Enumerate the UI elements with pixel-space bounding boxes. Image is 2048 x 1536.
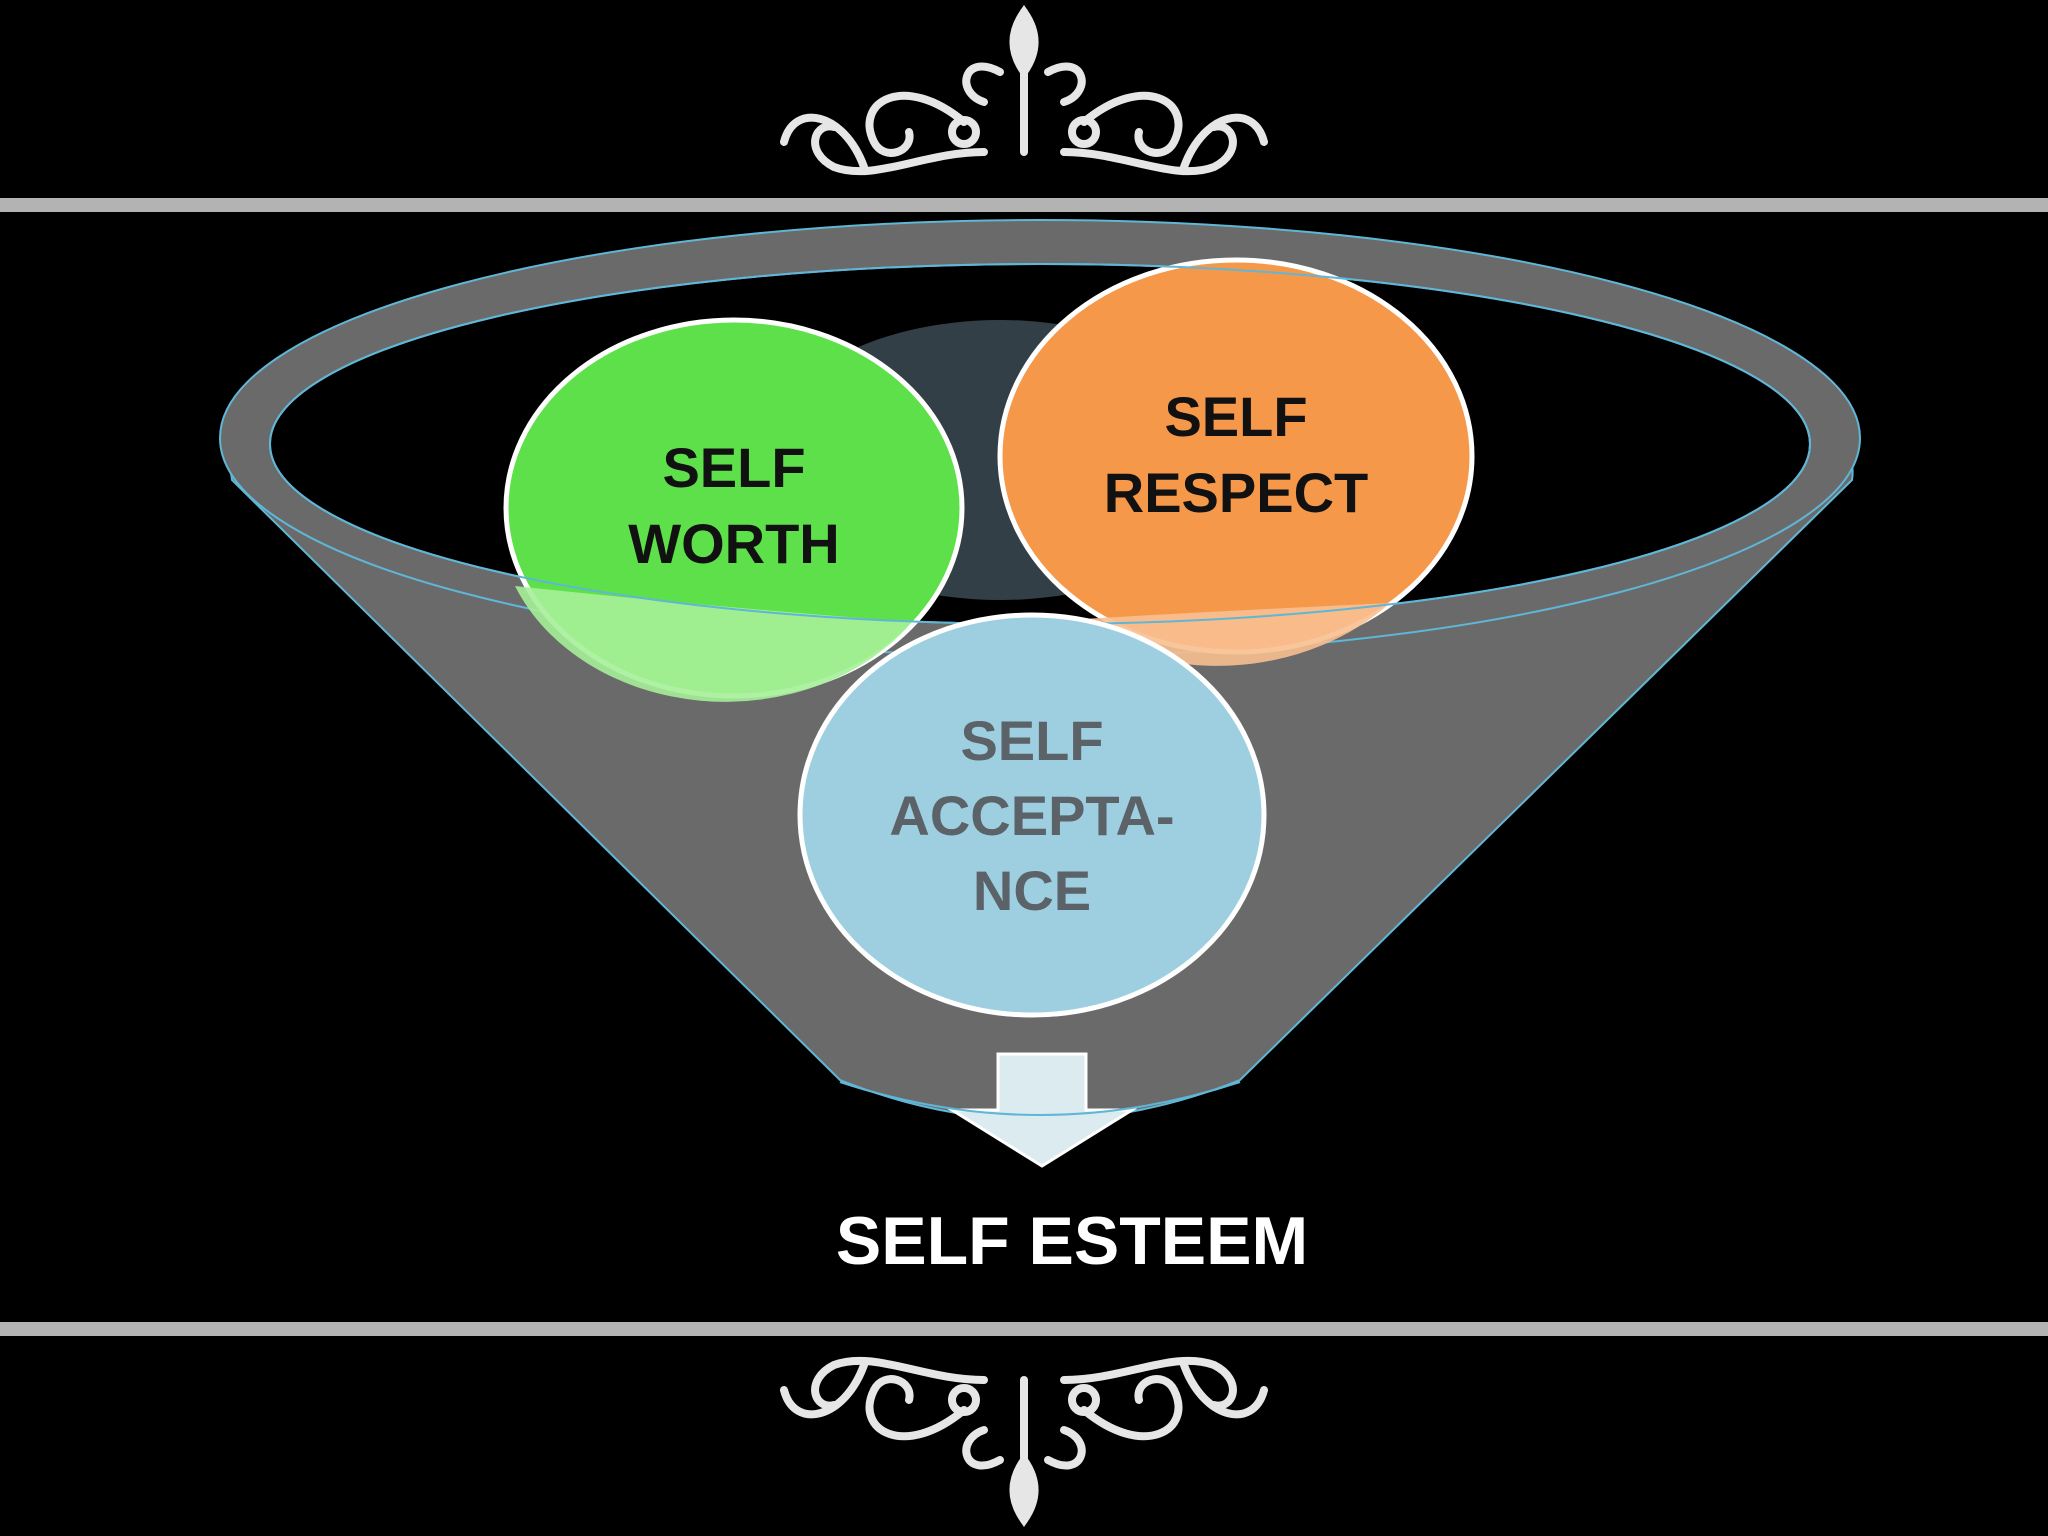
self-worth-lower-tint — [515, 586, 912, 702]
funnel-bottom-rim — [839, 1081, 1241, 1116]
top-ornament-icon — [780, 5, 1268, 176]
down-arrow-icon — [946, 1052, 1138, 1168]
bottom-divider-band — [0, 1322, 2048, 1336]
self-acceptance-label-line1: SELF — [960, 709, 1103, 772]
self-respect-circle — [997, 257, 1475, 655]
self-respect-label-line1: SELF — [1164, 385, 1307, 448]
self-worth-label-line1: SELF — [662, 436, 805, 499]
self-worth-label-line2: WORTH — [628, 512, 840, 575]
self-respect-label-line2: RESPECT — [1104, 461, 1369, 524]
bottom-ornament-icon — [780, 1356, 1268, 1527]
top-divider-band — [0, 198, 2048, 212]
self-acceptance-label-line3: NCE — [973, 859, 1091, 922]
self-esteem-label: SELF ESTEEM — [836, 1203, 1308, 1279]
self-acceptance-label-line2: ACCEPTA- — [889, 784, 1174, 847]
self-acceptance-circle — [797, 612, 1267, 1018]
